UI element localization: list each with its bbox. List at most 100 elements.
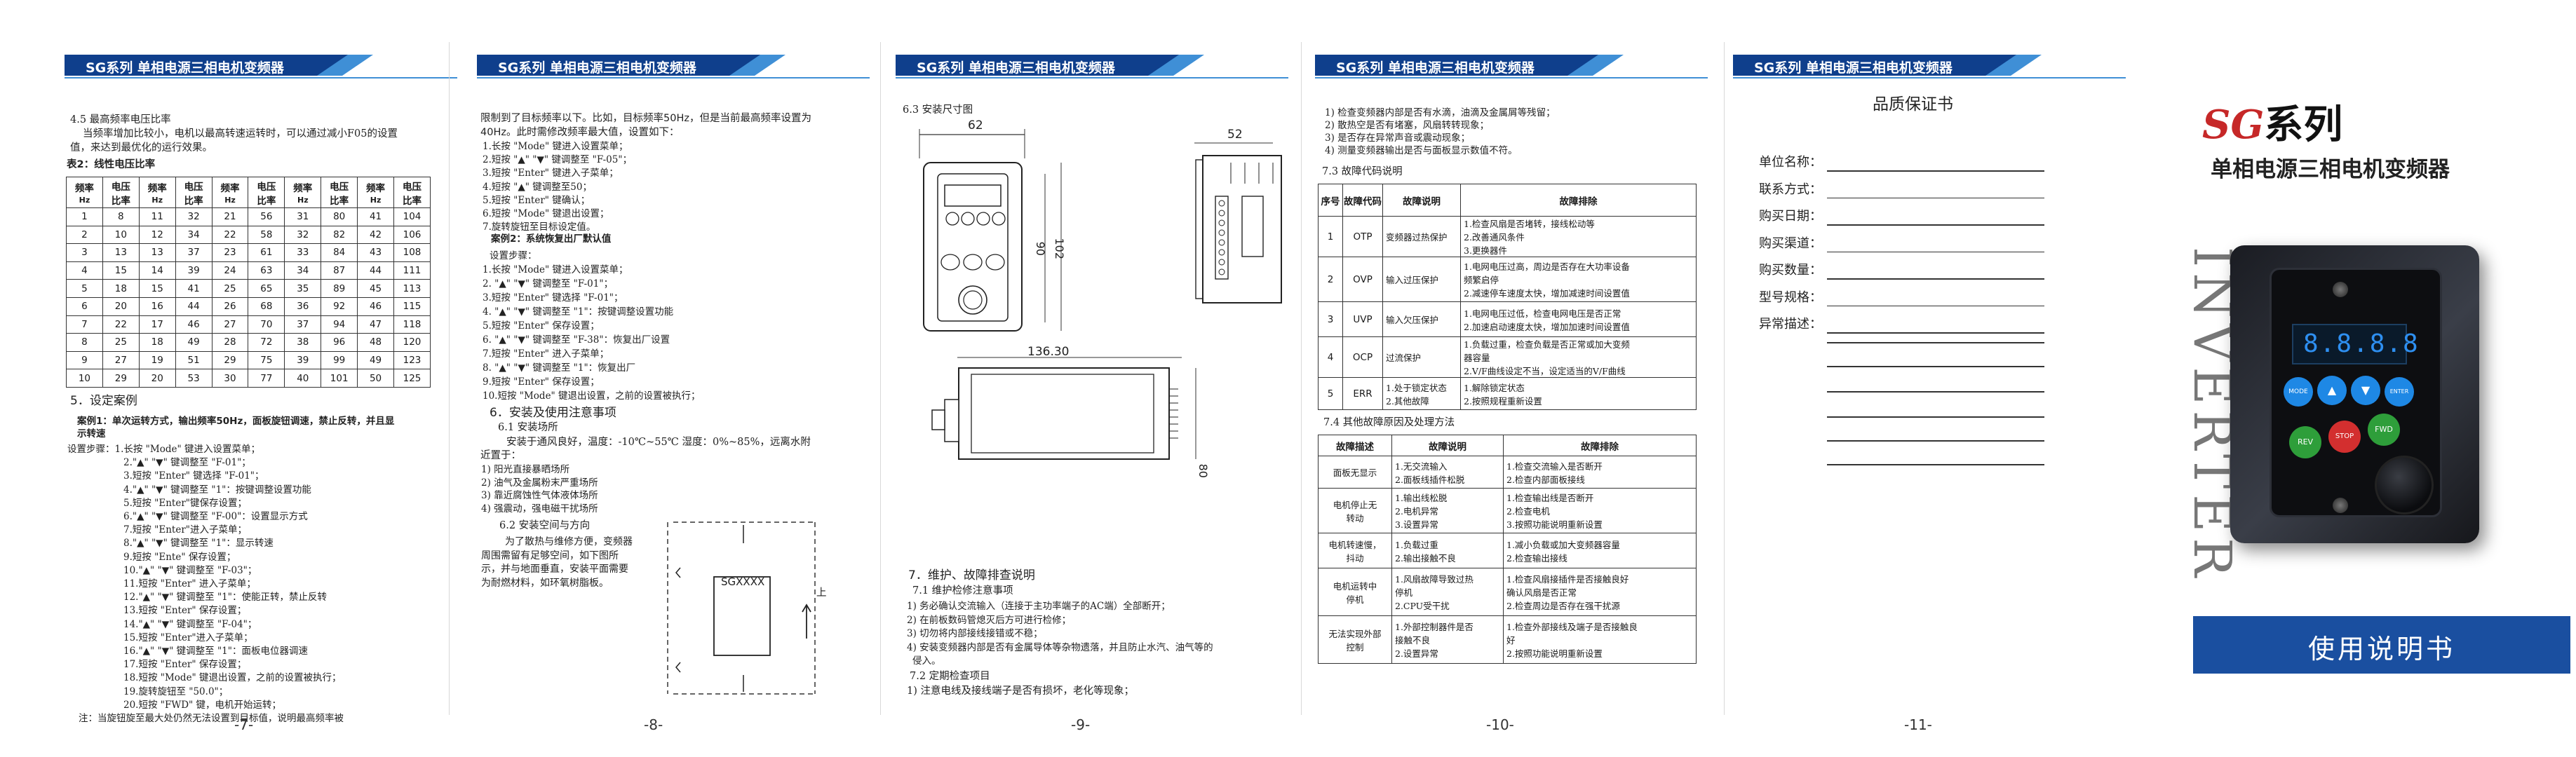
desc-line: 停机 <box>1346 594 1364 605</box>
fault-desc: 电机停止无转动 <box>1318 488 1392 533</box>
form-line <box>1827 416 2044 418</box>
table-cell: 37 <box>284 315 322 334</box>
fix-line: 1.检查输出线是否断开 <box>1506 493 1594 503</box>
enter-button[interactable]: ENTER <box>2385 377 2414 407</box>
table-cell: 20 <box>138 369 176 388</box>
table-cell: 65 <box>248 279 285 298</box>
table-cell: 36 <box>284 296 322 316</box>
table-cell: 50 <box>357 369 395 388</box>
sec74-title: 7.4 其他故障原因及处理方法 <box>1323 417 1455 428</box>
mode-button[interactable]: MODE <box>2284 377 2313 407</box>
form-line <box>1827 391 2044 393</box>
dim-102: 102 <box>1053 238 1067 260</box>
device-label: SGXXXX <box>721 575 765 588</box>
table-cell: 89 <box>321 279 358 298</box>
fix-line: 2.检查电机 <box>1506 506 1550 517</box>
step-line: 20.短按 "FWD" 键，电机开始运转； <box>123 699 282 711</box>
sec72-text: 1) 注意电线及接线端子是否有损坏，老化等现象； <box>907 686 1134 697</box>
step-line: 设置步骤：1.长按 "Mode" 键进入设置菜单； <box>67 444 260 455</box>
table-cell: 9 <box>66 350 103 370</box>
fix-line: 2.检查周边是否存在强干扰源 <box>1506 601 1620 611</box>
led-display: 8.8.8.8 <box>2292 324 2418 364</box>
fix-line: 3.按照功能说明重新设置 <box>1506 519 1603 530</box>
dim-90: 90 <box>1033 241 1047 256</box>
table-cell: 2 <box>66 225 103 245</box>
fwd-button[interactable]: FWD <box>2368 414 2400 446</box>
dim-80: 80 <box>1196 463 1210 478</box>
table-cell: 28 <box>211 333 249 352</box>
table-cell: 29 <box>211 350 249 370</box>
table-cell: 125 <box>393 369 431 388</box>
step-line: 13.短按 "Enter" 保存设置； <box>123 605 247 617</box>
table-cell: 5 <box>66 279 103 298</box>
step-line: 6.短按 "Mode" 键退出设置； <box>483 208 609 219</box>
desc-line: 输入欠压保护 <box>1386 315 1439 325</box>
table-cell: 49 <box>175 333 213 352</box>
desc-line: 电机运转中 <box>1333 580 1377 592</box>
page-header: SG系列 单相电源三相电机变频器 <box>65 55 457 79</box>
form-label: 购买日期： <box>1759 209 1822 224</box>
fix-line: 频繁启停 <box>1464 275 1499 285</box>
fix-line: 1.减小负载或加大变频器容量 <box>1506 539 1620 550</box>
form-line <box>1827 305 2044 306</box>
header-text: SG系列 单相电源三相电机变频器 <box>1754 60 1953 76</box>
down-button[interactable]: ▼ <box>2351 376 2380 405</box>
rev-button[interactable]: REV <box>2289 426 2321 458</box>
speed-knob[interactable] <box>2375 456 2434 514</box>
text-line: 为了散热与维修方便，变频器 <box>505 536 633 547</box>
table-cell: 10 <box>66 369 103 388</box>
explain-line: 1.无交流输入 <box>1395 461 1448 472</box>
table-cell: 32 <box>175 207 213 226</box>
brand: SG系列 <box>2202 102 2342 148</box>
form-line <box>1827 251 2044 252</box>
table-cell: 99 <box>321 350 358 370</box>
form-line <box>1827 278 2044 280</box>
table-cell: 37 <box>175 243 213 262</box>
dimension-drawing <box>919 129 1282 460</box>
fault-code: OTP <box>1342 216 1383 257</box>
header-text: SG系列 单相电源三相电机变频器 <box>917 60 1115 76</box>
list-item: 1) 阳光直接暴晒场所 <box>481 464 570 475</box>
list-item: 1) 务必确认交流输入（连接于主功率端子的AC端）全部断开； <box>907 601 1171 612</box>
page-number: -11- <box>1904 716 1932 733</box>
list-item: 2) 在前板数码管熄灭后方可进行检修； <box>907 614 1072 626</box>
fault-desc: 面板无显示 <box>1318 456 1392 489</box>
dim-62: 62 <box>968 118 983 132</box>
table-cell: 46 <box>357 296 395 316</box>
step-line: 4.短按 "▲" 键调整至50； <box>483 181 592 193</box>
table-cell: 14 <box>138 261 176 280</box>
step-line: 设置步骤： <box>490 250 537 261</box>
up-button[interactable]: ▲ <box>2317 376 2347 405</box>
table-cell: 23 <box>211 243 249 262</box>
page-number: -9- <box>1071 716 1091 733</box>
table-cell: 35 <box>284 279 322 298</box>
table-cell: 82 <box>321 225 358 245</box>
up-arrow-icon: ▲ <box>2327 383 2337 397</box>
step-line: 5.短按 "Enter" 保存设置； <box>483 320 600 332</box>
cover-page: SG系列 单相电源三相电机变频器 INVERTER 8.8.8.8 MODE ▲… <box>2153 0 2576 757</box>
form-line <box>1827 440 2044 442</box>
step-line: 2. "▲" "▼" 键调整至 "F-01"； <box>483 278 614 289</box>
fault-desc: 输入欠压保护 <box>1382 301 1461 337</box>
manual-title: 使用说明书 <box>2307 634 2455 664</box>
table-cell: 10 <box>102 225 140 245</box>
page-7: SG系列 单相电源三相电机变频器 4.5 最高频率电压比率 当频率增加比较小，电… <box>0 0 457 757</box>
fix-line: 2.V/F曲线设定不当，设定适当的V/F曲线 <box>1464 366 1626 376</box>
table-cell: 25 <box>211 279 249 298</box>
explain-line: 1.风扇故障导致过热 <box>1395 574 1474 585</box>
step-line: 10."▲" "▼" 键调整至 "F-03"； <box>123 564 257 576</box>
brand-sg: SG <box>2202 102 2265 148</box>
stop-button[interactable]: STOP <box>2328 421 2361 453</box>
fault-code: OVP <box>1342 257 1383 302</box>
manual-banner: 使用说明书 <box>2193 616 2570 674</box>
